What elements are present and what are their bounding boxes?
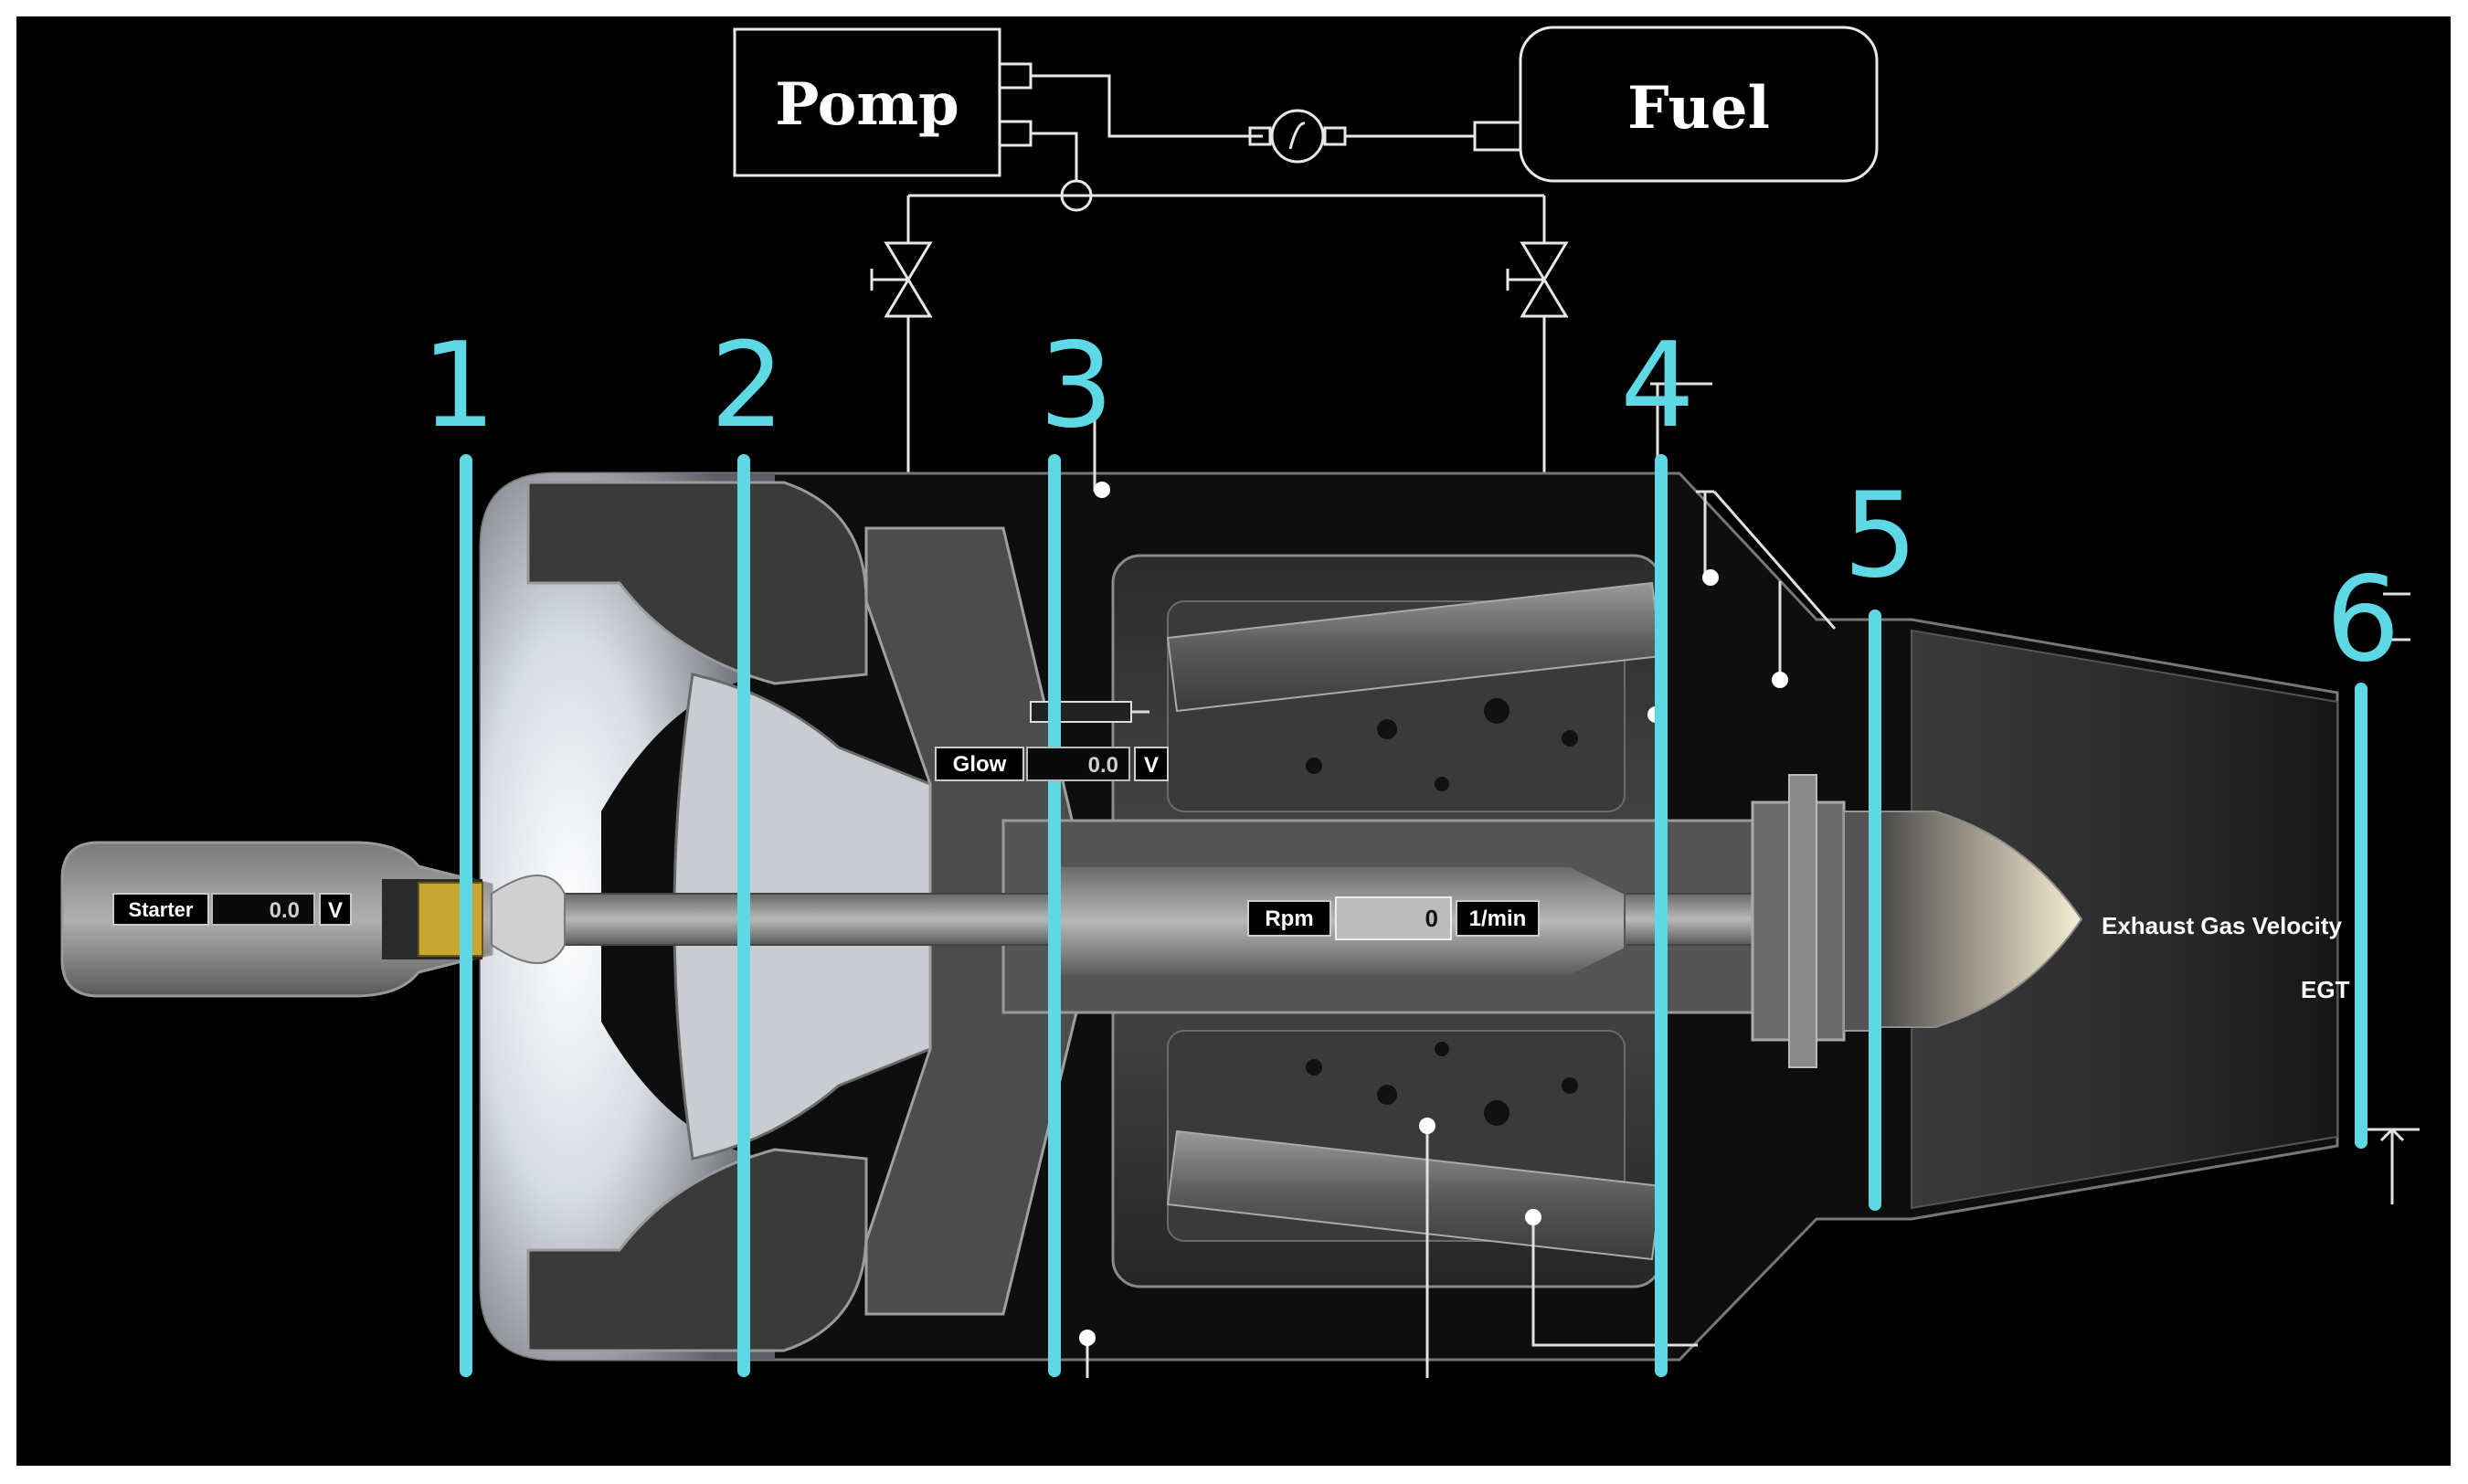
- pump-port-2: [998, 120, 1033, 147]
- pump-box: [733, 27, 1001, 177]
- fuel-label: Fuel: [1627, 74, 1770, 143]
- starter-unit: V: [328, 898, 343, 923]
- egt-label: EGT: [2301, 976, 2350, 1003]
- rpm-value-field[interactable]: [1335, 896, 1452, 940]
- rpm-unit: 1/min: [1469, 906, 1527, 931]
- glow-value: 0.0: [1088, 753, 1118, 778]
- station-label-6: 6: [2325, 552, 2399, 688]
- starter-value-field[interactable]: [211, 893, 315, 926]
- engine-body: [60, 472, 2339, 1362]
- rpm-value: 0: [1425, 905, 1438, 932]
- right-valve-bottom: [1520, 277, 1569, 318]
- station-lines: [460, 454, 2367, 1377]
- glow-unit: V: [1144, 753, 1159, 778]
- right-valve-top: [1520, 241, 1569, 282]
- rpm-readout: Rpm 0 1/min: [1247, 896, 1540, 940]
- left-valve-top: [884, 241, 933, 282]
- diagram-canvas: Pomp Fuel: [16, 16, 2451, 1466]
- station-label-4: 4: [1620, 318, 1694, 454]
- left-valve-bottom: [884, 277, 933, 318]
- station-label-2: 2: [710, 318, 784, 454]
- fuel-filter-icon: [1270, 109, 1325, 164]
- rpm-label: Rpm: [1265, 906, 1313, 931]
- fuel-tank: [1519, 26, 1879, 183]
- starter-label: Starter: [129, 898, 194, 921]
- starter-value: 0.0: [270, 898, 300, 923]
- station-label-3: 3: [1039, 318, 1113, 454]
- tail-cone: [1880, 811, 2083, 1028]
- pump-port-1: [998, 62, 1033, 90]
- glow-plug: [1030, 701, 1132, 723]
- glow-label: Glow: [953, 752, 1007, 777]
- station-label-1: 1: [421, 318, 495, 454]
- exhaust-velocity-label: Exhaust Gas Velocity: [2102, 912, 2343, 939]
- pump-label: Pomp: [775, 70, 959, 139]
- starter-readout: Starter 0.0 V: [112, 893, 352, 926]
- starter-coupling: [418, 882, 483, 957]
- glow-value-field[interactable]: [1026, 747, 1130, 781]
- turbine-diagram: Pomp Fuel: [60, 26, 2420, 1378]
- fuel-tank-port: [1473, 121, 1522, 152]
- glow-readout: Glow 0.0 V: [935, 747, 1169, 781]
- station-label-5: 5: [1843, 468, 1917, 604]
